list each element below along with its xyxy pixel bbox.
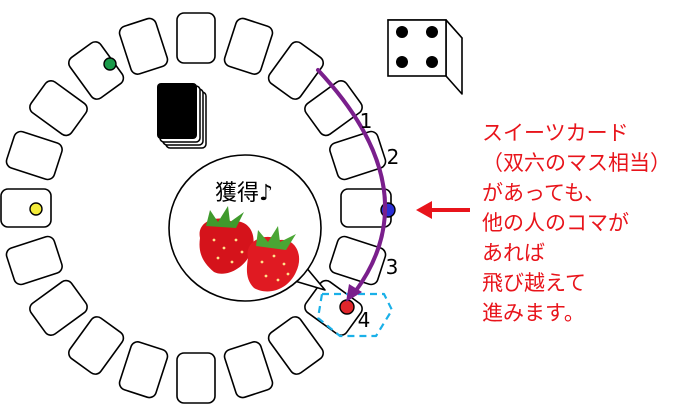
note-line: スイーツカード bbox=[482, 121, 629, 145]
board-card bbox=[329, 235, 387, 286]
board-card bbox=[267, 316, 324, 375]
board-card bbox=[5, 235, 63, 286]
red-piece bbox=[339, 299, 355, 315]
step-label-2: 2 bbox=[387, 145, 400, 169]
board-card bbox=[29, 80, 88, 137]
board-card bbox=[5, 130, 63, 181]
board-card bbox=[68, 316, 125, 375]
step-label-3: 3 bbox=[386, 255, 399, 279]
board-card bbox=[118, 341, 169, 399]
board-card bbox=[68, 41, 125, 100]
dice-icon bbox=[387, 19, 463, 95]
board-card bbox=[29, 279, 88, 336]
strawberry-icon bbox=[199, 206, 300, 292]
board-card bbox=[267, 41, 324, 100]
board-card bbox=[329, 130, 387, 181]
step-label-4: 4 bbox=[358, 308, 371, 332]
pointer-arrow bbox=[416, 201, 470, 219]
movement-arrow bbox=[316, 68, 388, 302]
note-line: 進みます。 bbox=[482, 301, 585, 325]
board-card bbox=[176, 352, 216, 404]
board-card bbox=[118, 17, 169, 75]
note-line: 他の人のコマが bbox=[482, 211, 629, 235]
note-line: あれば bbox=[482, 241, 545, 265]
card-deck bbox=[157, 83, 207, 149]
board-card bbox=[223, 341, 274, 399]
note-line: （双六のマス相当） bbox=[482, 151, 671, 175]
board-card bbox=[304, 279, 363, 336]
bubble-text: 獲得♪ bbox=[215, 181, 273, 206]
board-card bbox=[176, 12, 216, 64]
board-card bbox=[304, 80, 363, 137]
card-ring bbox=[0, 12, 392, 404]
green-piece bbox=[103, 57, 117, 71]
yellow-piece bbox=[29, 202, 43, 216]
target-highlight bbox=[316, 292, 394, 338]
note-line: があっても、 bbox=[482, 181, 606, 205]
note-line: 飛び越えて bbox=[482, 271, 586, 295]
step-label-1: 1 bbox=[360, 109, 373, 133]
explanation-note: スイーツカード （双六のマス相当） があっても、 他の人のコマが あれば 飛び越… bbox=[482, 118, 672, 328]
board-card bbox=[0, 188, 52, 228]
speech-bubble: 獲得♪ bbox=[168, 154, 326, 302]
board-card bbox=[223, 17, 274, 75]
